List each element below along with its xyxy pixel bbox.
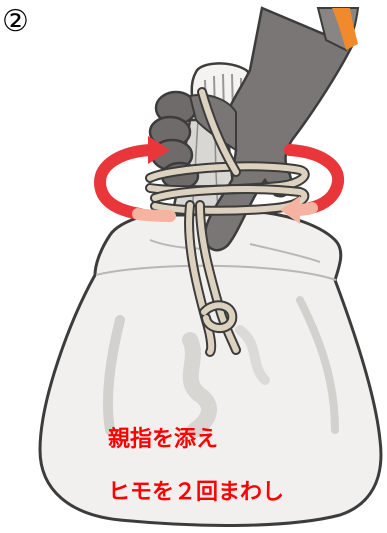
rotate-arrow-right-icon bbox=[280, 144, 345, 224]
caption-line-2: ヒモを２回まわし bbox=[108, 480, 285, 505]
rotate-arrow-left-icon bbox=[93, 136, 176, 222]
garbage-bag bbox=[38, 210, 383, 527]
step-number: ② bbox=[2, 4, 29, 39]
caption-line-1: 親指を添え bbox=[108, 427, 219, 452]
rope bbox=[145, 87, 310, 357]
